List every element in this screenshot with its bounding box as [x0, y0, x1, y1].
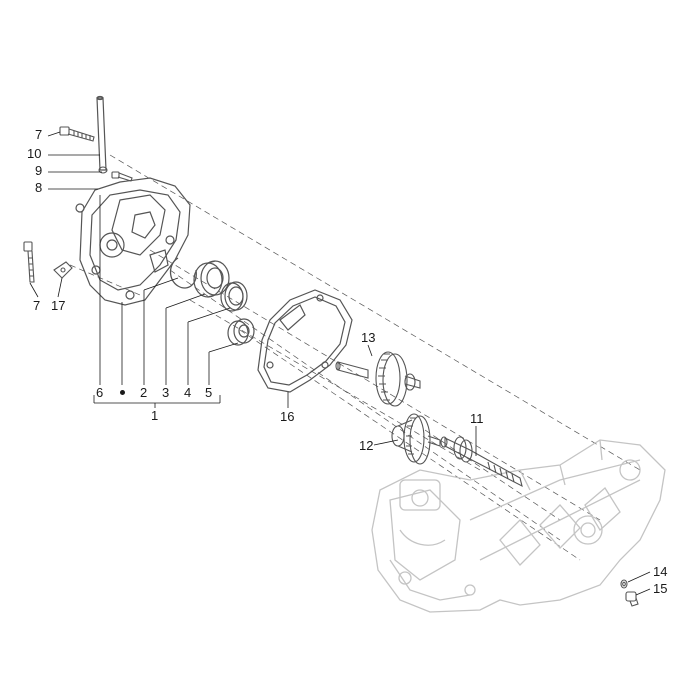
callout-12: 12: [359, 438, 374, 453]
crankcase-housing: [371, 439, 666, 613]
callout-bullet: [120, 390, 125, 395]
bolt-upper: [59, 126, 95, 142]
callout-14: 14: [653, 564, 668, 579]
transmission-cover: [75, 177, 191, 306]
bearing-large: [193, 260, 230, 298]
callout-8: 8: [35, 180, 43, 195]
oil-seal: [220, 281, 248, 312]
bearing-small: [227, 318, 255, 346]
long-pin: [96, 95, 107, 171]
callout-6: 6: [96, 385, 104, 400]
output-shaft: [440, 436, 523, 488]
gear-shaft-13: [335, 351, 421, 407]
small-screw: [98, 166, 133, 182]
callout-1: 1: [151, 408, 159, 423]
gear-12: [391, 413, 441, 465]
gasket: [257, 289, 353, 393]
circlip: [169, 257, 197, 289]
drain-plug: [625, 591, 639, 607]
callout-15: 15: [653, 581, 668, 596]
assembly-axis-lines: [69, 154, 641, 561]
clip: [53, 261, 73, 279]
bolt-lower: [23, 241, 35, 283]
callout-9: 9: [35, 163, 43, 178]
callout-13: 13: [361, 330, 376, 345]
callout-10: 10: [27, 146, 42, 161]
leader-lines: [29, 131, 651, 596]
callout-5: 5: [205, 385, 213, 400]
callout-7-upper: 7: [35, 127, 43, 142]
callout-2: 2: [140, 385, 148, 400]
callout-11: 11: [470, 411, 484, 426]
washer: [620, 579, 628, 589]
callout-16: 16: [280, 409, 295, 424]
callout-7-lower: 7: [33, 298, 41, 313]
callout-4: 4: [184, 385, 192, 400]
callout-3: 3: [162, 385, 170, 400]
callout-17: 17: [51, 298, 66, 313]
